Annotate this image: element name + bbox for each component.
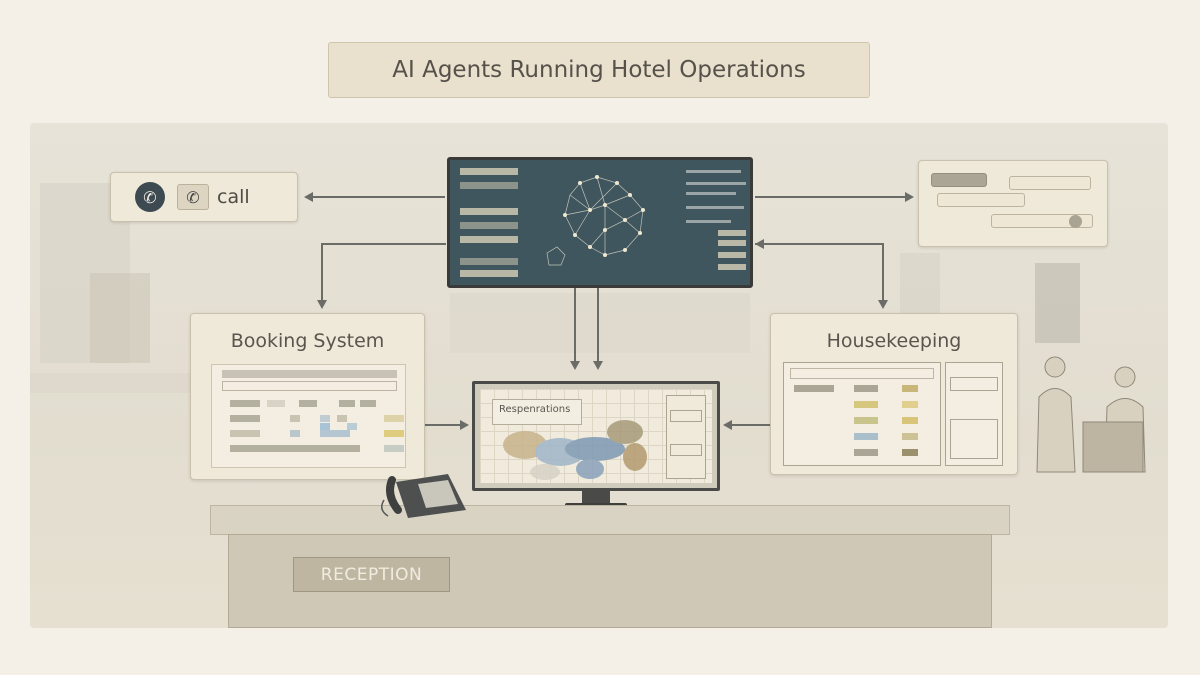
phone-handset-icon: ✆ — [177, 184, 209, 210]
reservations-monitor: Respenrations — [472, 381, 720, 491]
housekeeping-title: Housekeeping — [826, 330, 962, 352]
booking-system-title: Booking System — [230, 330, 385, 352]
phone-circle-icon: ✆ — [135, 182, 165, 212]
neural-brain-icon — [546, 175, 645, 266]
send-icon — [1069, 215, 1082, 228]
world-map-illustration — [503, 420, 647, 480]
call-label: call — [217, 186, 250, 208]
chat-panel — [918, 160, 1108, 247]
booking-system-panel: Booking System — [190, 313, 425, 480]
reception-sign: RECEPTION — [293, 557, 450, 592]
call-widget[interactable]: ✆ ✆ call — [110, 172, 298, 222]
desk-telephone-icon — [381, 474, 466, 518]
reservations-title: Respenrations — [492, 399, 582, 425]
reception-desk-top — [210, 505, 1010, 535]
housekeeping-panel: Housekeeping — [770, 313, 1018, 475]
ai-agent-monitor — [447, 157, 753, 288]
page-title: AI Agents Running Hotel Operations — [328, 42, 870, 98]
monitor-stand — [582, 491, 610, 505]
booking-calendar — [211, 364, 406, 468]
housekeeping-task-list — [783, 362, 941, 466]
staff-figures-illustration — [1036, 356, 1146, 473]
